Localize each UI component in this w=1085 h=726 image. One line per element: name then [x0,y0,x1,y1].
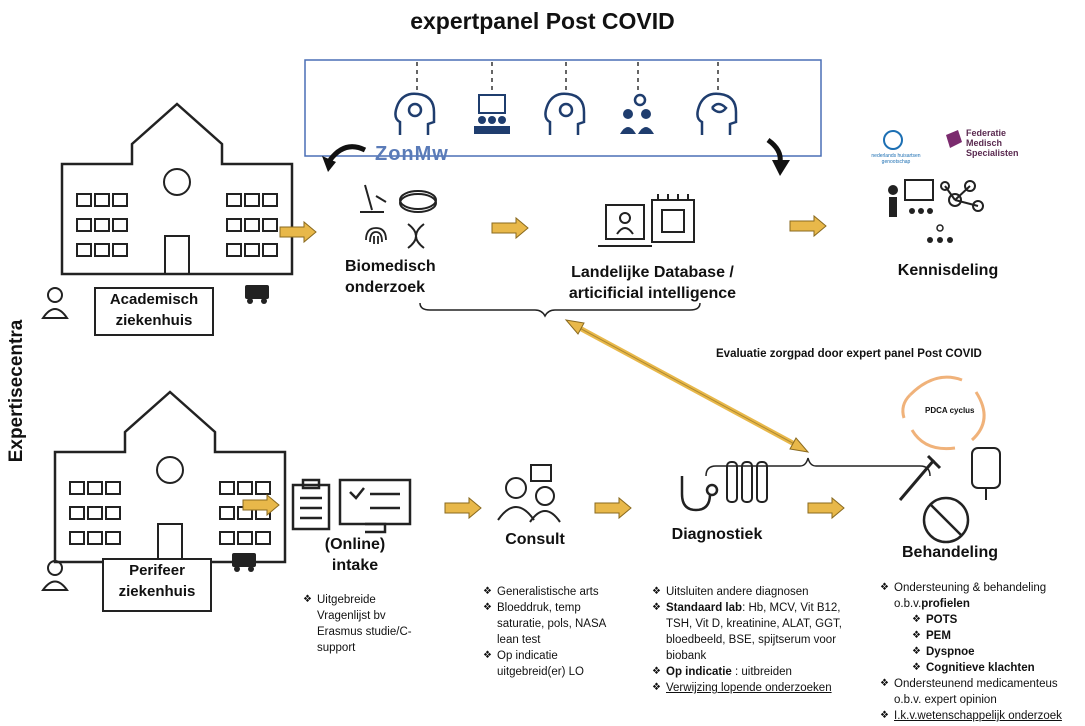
people-gear-icon [620,93,654,134]
network-icon [940,180,984,212]
evaluatie-label: Evaluatie zorgpad door expert panel Post… [716,348,982,360]
behandeling-note: Ondersteuning & behandelingo.b.v.profiel… [880,580,1080,612]
academisch-hospital-graphic [60,102,294,276]
perifeer-ziekenhuis-label: Perifeer ziekenhuis [102,558,212,612]
clipboard-icon [291,478,331,531]
zonmw-logo: ZonMw [375,143,449,165]
federatie-logo [946,130,962,148]
landelijke-database-label: Landelijke Database / articificial intel… [568,264,737,302]
monitor-checklist-icon [338,478,412,534]
profiel-item: Cognitieve klachten [912,660,1080,676]
consult-people-icon [497,464,561,523]
head-gear-icon [394,92,436,135]
no-pills-icon [922,496,970,544]
syringe-icon [898,454,942,501]
pdca-cycle-graphic [901,375,986,451]
diagnostiek-note-indicatie: Op indicatie : uitbreiden [652,664,867,680]
flow-arrow [444,497,482,519]
iv-bag-icon [971,447,1001,500]
expert-panel-box [304,59,822,157]
dna-icon [407,223,425,249]
consult-note: Generalistische arts [483,584,608,600]
curved-arrow-left [328,144,367,162]
consult-label: Consult [505,531,565,548]
perifeer-hospital-graphic [53,390,287,564]
ambulance-icon [232,553,256,572]
biomedisch-onderzoek-label: Biomedisch onderzoek [345,258,436,296]
profiel-item: Dyspnoe [912,644,1080,660]
group-idea-icon [927,224,953,243]
diagnostiek-note-lab: Standaard lab: Hb, MCV, Vit B12, TSH, Vi… [652,600,867,664]
consult-note: Op indicatie uitgebreid(er) LO [483,648,608,680]
doctor-icon [41,560,69,591]
behandeling-note: I.k.v.wetenschappelijk onderzoek [880,708,1080,724]
pdca-label: PDCA cyclus [925,406,975,415]
profiel-item: PEM [912,628,1080,644]
fingerprint-icon [365,227,387,244]
flow-arrow [594,497,632,519]
stethoscope-icon [680,476,719,512]
ai-chip-icon [651,194,695,243]
consult-note: Bloeddruk, temp saturatie, pols, NASA le… [483,600,608,648]
ambulance-icon [245,285,269,304]
flow-arrow [789,215,827,237]
behandeling-notes: Ondersteuning & behandelingo.b.v.profiel… [880,580,1080,724]
nhg-logo-text: nederlands huisartsen genootschap [871,153,921,165]
profiel-item: POTS [912,612,1080,628]
behandeling-label: Behandeling [901,544,998,561]
diagnostiek-note: Verwijzing lopende onderzoeken [652,680,867,696]
laptop-person-icon [598,204,652,247]
intake-note: Uitgebreide Vragenlijst bv Erasmus studi… [303,592,428,656]
petri-dish-icon [399,190,437,213]
intake-notes: Uitgebreide Vragenlijst bv Erasmus studi… [303,592,428,656]
diagnostiek-notes: Uitsluiten andere diagnosen Standaard la… [652,584,867,696]
diagnostiek-label: Diagnostiek [671,526,763,543]
head-bulb-icon [544,92,586,135]
consult-notes: Generalistische arts Bloeddruk, temp sat… [483,584,608,680]
kennisdeling-label: Kennisdeling [897,262,999,279]
presentation-icon [474,94,510,134]
brace-top [419,302,701,318]
flow-arrow [807,497,845,519]
microscope-icon [360,184,387,213]
brace-bottom [705,457,931,477]
federatie-logo-text: Federatie Medisch Specialisten [966,128,1019,158]
diagram-title: expertpanel Post COVID [410,8,675,34]
nhg-logo [883,130,903,150]
flow-arrow [491,217,529,239]
test-tubes-icon [726,461,768,503]
doctor-icon [41,287,69,319]
intake-label: (Online) intake [324,536,386,574]
expertisecentra-label: Expertisecentra [6,319,27,463]
teacher-icon [888,179,934,217]
academisch-ziekenhuis-label: Academisch ziekenhuis [94,287,214,336]
diagnostiek-note: Uitsluiten andere diagnosen [652,584,867,600]
head-brain-icon [696,92,738,135]
